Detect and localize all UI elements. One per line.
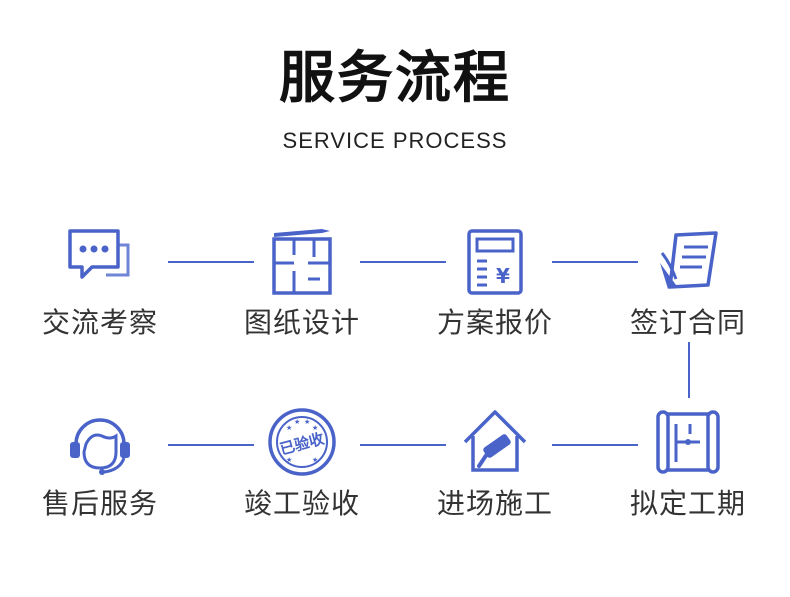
connector-line: [360, 261, 446, 263]
step-label: 售后服务: [41, 487, 158, 520]
connector-line: [552, 444, 638, 446]
floor-plan-icon: [264, 223, 340, 299]
page-subtitle: SERVICE PROCESS: [282, 128, 508, 153]
step-label: 签订合同: [629, 306, 746, 339]
contract-sign-icon: [650, 223, 726, 299]
connector-line: [552, 261, 638, 263]
acceptance-seal-icon: ★ ★ ★ ★ ★ ★ 已验收: [264, 404, 340, 480]
step-label: 交流考察: [41, 306, 158, 339]
svg-text:★: ★: [312, 456, 318, 464]
step-label: 拟定工期: [629, 487, 746, 520]
svg-text:★: ★: [286, 424, 292, 432]
step-label: 竣工验收: [243, 487, 360, 520]
blueprint-scroll-icon: [650, 404, 726, 480]
page-title: 服务流程: [279, 46, 511, 111]
connector-line: [688, 342, 690, 398]
svg-text:★: ★: [286, 456, 292, 464]
customer-service-headset-icon: [62, 404, 138, 480]
chat-bubbles-icon: [62, 223, 138, 299]
step-label: 图纸设计: [243, 306, 360, 339]
step-label: 方案报价: [436, 306, 553, 339]
svg-text:★: ★: [294, 418, 300, 426]
house-paint-roller-icon: [457, 404, 533, 480]
connector-line: [360, 444, 446, 446]
seal-text: 已验收: [278, 429, 326, 458]
step-label: 进场施工: [436, 487, 553, 520]
svg-text:★: ★: [304, 418, 310, 426]
svg-text:¥: ¥: [496, 264, 510, 288]
connector-line: [168, 261, 254, 263]
quote-calculator-icon: ¥: [457, 223, 533, 299]
svg-text:★: ★: [312, 424, 318, 432]
connector-line: [168, 444, 254, 446]
